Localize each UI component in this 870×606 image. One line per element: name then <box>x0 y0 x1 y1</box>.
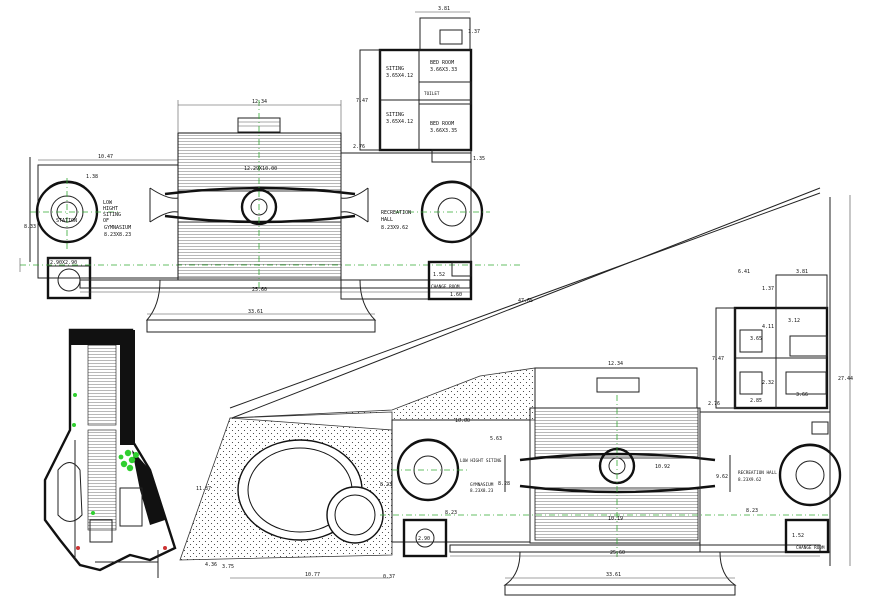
low-sitting-line3: SITING <box>103 212 121 218</box>
dim-7-47b: 7.47 <box>712 356 724 362</box>
bottom-recreation-hall <box>699 411 842 554</box>
siting-2-label: SITING <box>386 112 404 118</box>
bottom-central-hall <box>504 367 731 560</box>
bottom-site-plan: 47.65 27.44 12.34 25.60 33.61 10.77 11.3… <box>179 187 853 596</box>
dim-1-60: 1.60 <box>450 292 462 298</box>
dim-8-28: 8.28 <box>498 481 510 487</box>
dim-1-37: 1.37 <box>468 29 480 35</box>
dim-2-85: 2.85 <box>750 398 762 404</box>
bottom-recreation-dim: 8.23X9.62 <box>738 477 762 483</box>
bottom-recreation-label: RECREATION HALL <box>738 470 777 476</box>
dim-8-23b: 8.23 <box>746 508 758 514</box>
small-box-label: 2.90X2.90 <box>50 260 77 266</box>
dim-6-41: 6.41 <box>738 269 750 275</box>
recreation-line2: HALL <box>381 217 393 223</box>
bottom-low-sitting-label: LOW HIGHT SITING <box>460 458 502 464</box>
low-sitting-line4: OF <box>103 218 109 224</box>
dim-7-47: 7.47 <box>356 98 368 104</box>
dim-2-76b: 2.76 <box>708 401 720 407</box>
dim-47-65: 47.65 <box>518 298 533 304</box>
dim-33-61b: 33.61 <box>606 572 621 578</box>
low-sitting-line1: LOW <box>103 200 113 206</box>
dim-10-77: 10.77 <box>305 572 320 578</box>
bottom-gymnasium-label: GYMNASIUM <box>470 482 494 488</box>
dim-12-34: 12.34 <box>252 99 267 105</box>
change-room-label: CHANGE ROOM <box>431 284 460 290</box>
dim-8-23c: 8.23 <box>380 482 392 488</box>
gymnasium-dim: 8.23X8.23 <box>104 232 131 238</box>
dim-8-33: 8.33 <box>24 224 36 230</box>
dim-4-36: 4.36 <box>205 562 217 568</box>
dim-8-23a: 8.23 <box>445 510 457 516</box>
bed-room-1-dim: 3.66X3.33 <box>430 67 457 73</box>
dim-0-37: 0.37 <box>383 574 395 580</box>
recreation-dim: 8.23X9.62 <box>381 225 408 231</box>
dim-3-12: 3.12 <box>788 318 800 324</box>
dim-1-52b: 1.52 <box>792 533 804 539</box>
dim-5-63: 5.63 <box>490 436 502 442</box>
dim-12-34b: 12.34 <box>608 361 623 367</box>
center-label: 12.29X10.00 <box>244 166 277 172</box>
dim-3-81: 3.81 <box>438 6 450 12</box>
dim-10-00: 10.00 <box>455 418 470 424</box>
dim-1-38: 1.38 <box>86 174 98 180</box>
gymnasium-label: GYMNASIUM <box>104 225 131 231</box>
dim-3-66: 3.66 <box>796 392 808 398</box>
dim-10-19: 10.19 <box>608 516 623 522</box>
bottom-gymnasium <box>392 438 470 502</box>
dim-4-11: 4.11 <box>762 324 774 330</box>
bottom-gymnasium-dim: 8.23X8.23 <box>470 488 494 494</box>
dim-9-62: 9.62 <box>716 474 728 480</box>
site-plan-strip <box>43 328 177 578</box>
siting-1-label: SITING <box>386 66 404 72</box>
dim-3-65: 3.65 <box>750 336 762 342</box>
bed-room-2-dim: 3.66X3.35 <box>430 128 457 134</box>
dim-3-75: 3.75 <box>222 564 234 570</box>
low-sitting-line2: HIGHT <box>103 206 118 212</box>
dim-10-92: 10.92 <box>655 464 670 470</box>
siting-1-dim: 3.65X4.12 <box>386 73 413 79</box>
dim-10-47: 10.47 <box>98 154 113 160</box>
dim-2-32: 2.32 <box>762 380 774 386</box>
gymnasium-rotunda <box>30 178 120 250</box>
dim-1-52: 1.52 <box>433 272 445 278</box>
bed-room-1-label: BED ROOM <box>430 60 454 66</box>
swimming-pool <box>237 439 384 544</box>
dim-1-37b: 1.37 <box>762 286 774 292</box>
central-stair-hall <box>149 100 369 290</box>
dim-27-44: 27.44 <box>838 376 853 382</box>
bed-room-2-label: BED ROOM <box>430 121 454 127</box>
dim-3-81b: 3.81 <box>796 269 808 275</box>
dim-25-60: 25.60 <box>252 287 267 293</box>
bottom-change-room-label: CHANGE ROOM <box>796 545 825 551</box>
bedroom-block <box>359 11 473 163</box>
recreation-line1: RECREATION <box>381 210 411 216</box>
dim-2-76: 2.76 <box>353 144 365 150</box>
dim-25-60b: 25.60 <box>610 550 625 556</box>
bottom-bedroom-block <box>715 274 829 410</box>
recreation-hall <box>340 152 490 301</box>
dim-11-37: 11.37 <box>196 486 211 492</box>
dim-1-35: 1.35 <box>473 156 485 162</box>
top-floor-plan: 12.34 25.60 33.61 10.47 1.38 8.33 7.47 2… <box>19 6 520 333</box>
toilet-label: TOILET <box>424 91 440 97</box>
dim-33-61: 33.61 <box>248 309 263 315</box>
dim-2-90: 2.90 <box>418 536 430 542</box>
station-label: STATION <box>56 218 77 224</box>
siting-2-dim: 3.65X4.12 <box>386 119 413 125</box>
